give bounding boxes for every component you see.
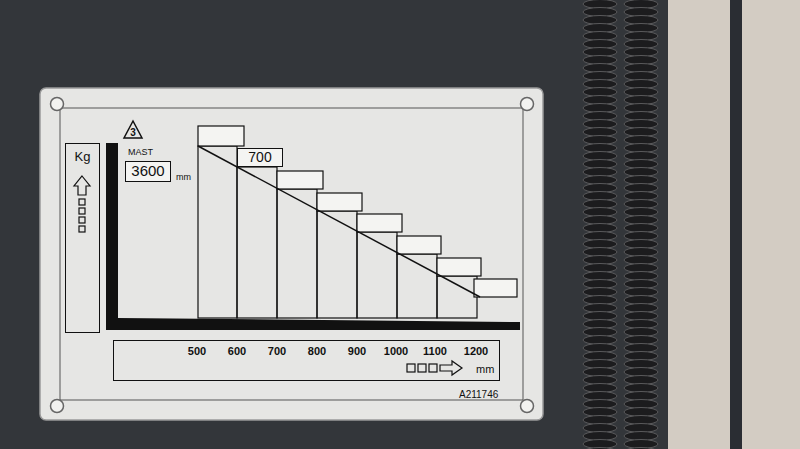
capacity-box xyxy=(357,214,402,232)
load-bar xyxy=(437,276,477,318)
plate-frame xyxy=(60,108,523,400)
scale-number: 1000 xyxy=(384,345,408,357)
weight-axis-panel: Kg xyxy=(65,143,100,333)
scale-number: 1200 xyxy=(464,345,488,357)
mast-rail xyxy=(730,0,742,449)
screws xyxy=(51,98,534,413)
capacity-box xyxy=(397,236,441,254)
spring-coil xyxy=(583,448,617,449)
load-bar xyxy=(198,146,237,318)
scale-number: 900 xyxy=(348,345,366,357)
unit-label: mm xyxy=(476,363,494,375)
warning-triangle xyxy=(124,121,142,138)
distance-scale-panel: 500 600 700 800 900 1000 1100 1200 mm xyxy=(113,340,500,381)
scale-number: 500 xyxy=(188,345,206,357)
capacity-box xyxy=(317,193,362,211)
metal-plate xyxy=(40,88,543,420)
capacity-box xyxy=(277,171,323,189)
capacity-box xyxy=(474,279,517,297)
capacity-box xyxy=(198,126,244,146)
unit-label: mm xyxy=(176,173,191,183)
springs xyxy=(583,0,658,449)
box-text: Kg xyxy=(75,150,91,164)
distance-arrow xyxy=(407,361,462,375)
warning-number: 3 xyxy=(130,127,136,138)
spring-coil xyxy=(624,448,658,449)
part-number: A211746 xyxy=(459,389,498,400)
scale-number: 1100 xyxy=(423,345,447,357)
mast-height-box: 3600 xyxy=(125,161,171,182)
mast-label: MAST xyxy=(128,148,153,158)
capacity-box: 700 xyxy=(237,148,283,167)
box-text: 700 xyxy=(248,150,271,165)
scale-number: 700 xyxy=(268,345,286,357)
fork-outline xyxy=(106,143,520,330)
scale-number: 800 xyxy=(308,345,326,357)
weight-arrow xyxy=(74,176,90,232)
capacity-box xyxy=(437,258,481,276)
load-bar xyxy=(277,189,317,318)
box-text: 3600 xyxy=(131,163,164,180)
scale-number: 600 xyxy=(228,345,246,357)
wall-background xyxy=(668,0,800,449)
load-bar xyxy=(317,211,357,318)
load-bar xyxy=(357,232,397,318)
load-bar xyxy=(237,167,277,318)
load-curve xyxy=(198,146,480,297)
load-bars xyxy=(198,126,517,318)
